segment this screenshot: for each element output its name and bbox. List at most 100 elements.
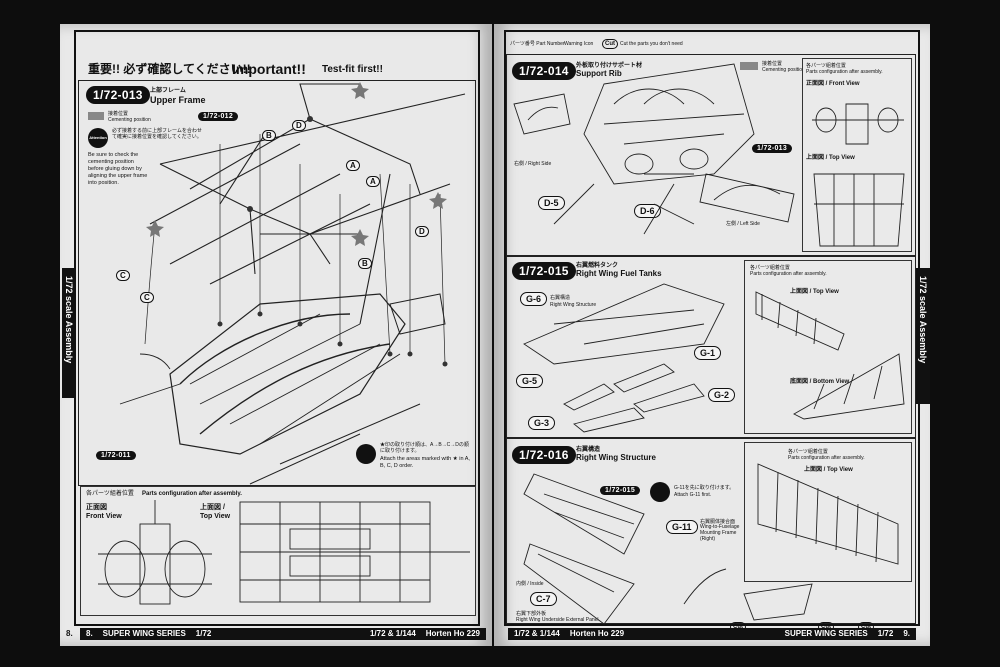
step-013-title-en: Upper Frame [150,95,206,105]
left-front-view-jp: 正面図 [86,504,107,511]
upper-frame-drawing [119,82,466,485]
step-016-g11-en: Wing-to-Fuselage Mounting Frame (Right) [700,524,740,542]
step-014-config-jp: 各パーツ組着位置 [806,63,846,69]
step-014-config-en: Parts configuration after assembly. [806,69,883,75]
legend-warning: Warning Icon [564,41,594,47]
callout-c-lower: C [140,292,154,303]
step-014-config-box [802,58,912,252]
step-016-c7-jp: 右翼下部外板 [516,611,547,617]
part-g6: G-6 [520,292,548,306]
attention-note-en: Be sure to check the cementing position … [88,152,148,186]
step-014-number: 1/72-014 [512,62,576,80]
left-page-number: 8. [66,629,73,638]
step-015-bottom-view: 底面図 / Bottom View [790,379,850,385]
callout-d-upper: D [292,120,306,131]
step-013-number: 1/72-013 [86,86,150,104]
important-header-jp: 重要!! 必ず確認してください!! [88,62,251,76]
step-014-cement-swatch [740,62,758,70]
step-015-title-en: Right Wing Fuel Tanks [576,269,662,278]
step-014-front-view: 正面図 / Front View [806,81,860,87]
step-016-config-en: Parts configuration after assembly. [788,455,865,461]
step-014-panel [506,54,916,256]
right-page: パーツ番号 Part Number Warning Icon Cut Cut t… [494,24,930,646]
step-016-attention-en: Attach G-11 first. [674,492,712,498]
step-016-number: 1/72-016 [512,446,576,464]
callout-d-lower: D [415,226,429,237]
star-order-note-en: Attach the areas marked with ★ in A, B, … [380,456,470,469]
legend-cut-icon: Cut [602,39,618,49]
step-013-title-jp: 上部フレーム [150,88,186,94]
attention-icon: Attention [88,128,108,148]
right-model-name: Horten Ho 229 [569,629,625,638]
step-015-structure-en: Right Wing Structure [550,302,597,308]
left-page-number-bar: 8. [86,629,93,638]
left-config-title-jp: 各パーツ組着位置 [86,491,134,497]
step-016-title-jp: 右翼構造 [576,447,601,453]
part-g1: G-1 [694,346,722,360]
step-014-ref: 1/72-013 [752,144,793,153]
cement-label-jp: 接着位置 [108,111,129,117]
right-scale-small: 1/72 & 1/144 [514,629,560,638]
step-014-cement-en: Cementing position [762,67,805,73]
step-015-top-view: 上面図 / Top View [790,289,839,295]
left-series-scale: 1/72 [195,629,212,638]
left-config-title-en: Parts configuration after assembly. [142,491,242,497]
callout-a-upper: A [346,160,360,171]
right-series-scale: 1/72 [877,629,894,638]
part-d5: D-5 [538,196,565,210]
step-015-config-jp: 各パーツ組着位置 [750,265,790,271]
right-page-number: 9. [903,629,910,638]
step-014-left-side: 左側 / Left Side [726,221,760,227]
left-front-view-en: Front View [86,513,122,520]
step-016-ref: 1/72-015 [600,486,641,495]
step-016-top-view: 上面図 / Top View [804,467,853,473]
callout-c-upper: C [116,270,130,281]
right-footer-bar: 1/72 & 1/144 Horten Ho 229 SUPER WING SE… [508,628,916,640]
legend-cut-text: Cut the parts you don't need [620,41,683,47]
step-015-structure-jp: 右翼構造 [550,295,571,301]
left-config-drawings [98,500,470,605]
step-014-top-view: 上面図 / Top View [806,155,855,161]
left-footer: 8. [60,628,472,640]
step-016-c7-en: Right Wing Underside External Panel [516,617,599,623]
star-order-attention-icon [356,444,376,464]
step-015-panel [506,256,916,438]
left-top-view-en: Top View [200,513,231,520]
step-016-title-en: Right Wing Structure [576,453,656,462]
attention-note-jp: 必ず接着する前に上部フレームを合わせて確実に接着位置を確認してください。 [112,128,202,140]
left-page: 重要!! 必ず確認してください!! Important!! Test-fit f… [60,24,492,646]
part-c7: C-7 [530,592,557,606]
star-order-note-jp: ★印の取り付け順は、A→B→C→Dの順に取り付けます。 [380,442,469,454]
ref-step-011: 1/72-011 [96,451,136,460]
step-015-number: 1/72-015 [512,262,576,280]
left-top-view-jp: 上面図 / [200,504,225,511]
legend-part-number: パーツ番号 Part Number [510,41,565,47]
test-fit-header: Test-fit first!! [322,64,383,75]
left-scale-small: 1/72 & 1/144 [369,629,416,638]
cement-swatch [88,112,104,120]
ref-step-012: 1/72-012 [198,112,239,121]
step-014-title-en: Support Rib [576,69,622,78]
step-016-attention-icon [650,482,670,502]
part-d6: D-6 [634,204,661,218]
step-013-panel [78,80,476,486]
right-page-drawings [513,63,905,625]
step-016-panel [506,438,916,624]
step-014-cement-jp: 接着位置 [762,61,783,67]
right-side-tab: 1/72 scale Assembly [916,268,930,404]
left-side-tab: 1/72 scale Assembly [62,268,76,398]
important-header-en: Important!! [232,61,306,77]
step-016-attention-jp: G-11を先に取り付けます。 [674,485,735,491]
step-015-title-jp: 右翼燃料タンク [576,263,619,269]
step-016-inside: 内側 / Inside [516,581,544,587]
step-016-config-box [744,442,912,582]
part-g11: G-11 [666,520,698,534]
step-016-g11-jp: 右翼胴体接合面 [700,519,736,525]
left-series-name: SUPER WING SERIES [102,629,186,638]
right-series-name: SUPER WING SERIES [784,629,868,638]
part-g2: G-2 [708,388,736,402]
step-016-config-jp: 各パーツ組着位置 [788,449,828,455]
callout-a-lower: A [366,176,380,187]
step-014-title-jp: 外板取り付けサポート材 [576,63,643,69]
left-config-box [80,486,476,616]
